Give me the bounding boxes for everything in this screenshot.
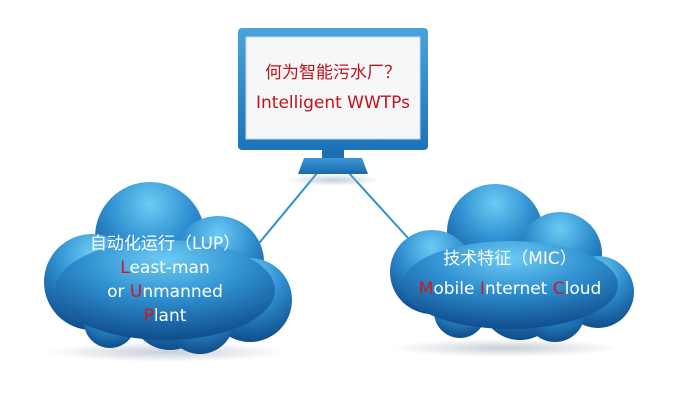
- cloud-right-title: 技术特征（MIC）: [443, 249, 577, 269]
- initial-c: C: [552, 279, 565, 299]
- initial-m: M: [418, 279, 434, 299]
- initial-l: L: [120, 258, 130, 278]
- text-nternet: nternet: [484, 279, 553, 299]
- text-east-man: east-man: [129, 258, 210, 278]
- text-or: or: [107, 282, 130, 302]
- cloud-right-label: 技术特征（MIC） Mobile Internet Cloud: [395, 247, 625, 301]
- cloud-left-line-2: Least-man: [60, 256, 270, 280]
- cloud-left-line-3: or Unmanned: [60, 280, 270, 304]
- cloud-right-line-2: Mobile Internet Cloud: [395, 277, 625, 301]
- initial-i: I: [479, 279, 485, 299]
- cloud-left-label: 自动化运行（LUP） Least-man or Unmanned Plant: [60, 232, 270, 328]
- monitor-title-cn: 何为智能污水厂？: [265, 63, 401, 83]
- cloud-left-shape: [44, 182, 292, 362]
- monitor-stand: [298, 158, 368, 174]
- initial-p: P: [143, 306, 154, 326]
- monitor-label: 何为智能污水厂？ Intelligent WWTPs: [246, 38, 420, 138]
- cloud-right-shape: [390, 184, 634, 357]
- monitor-title-en: Intelligent WWTPs: [256, 93, 410, 113]
- text-loud: loud: [564, 279, 602, 299]
- text-lant: lant: [153, 306, 187, 326]
- initial-u: U: [129, 282, 143, 302]
- text-nmanned: nmanned: [142, 282, 223, 302]
- monitor-neck: [322, 150, 344, 158]
- cloud-left-line-4: Plant: [60, 304, 270, 328]
- text-obile: obile: [433, 279, 480, 299]
- monitor-icon: [238, 28, 428, 186]
- monitor-shadow: [285, 174, 381, 186]
- monitor-screen: [245, 36, 421, 140]
- cloud-left-title: 自动化运行（LUP）: [89, 234, 241, 254]
